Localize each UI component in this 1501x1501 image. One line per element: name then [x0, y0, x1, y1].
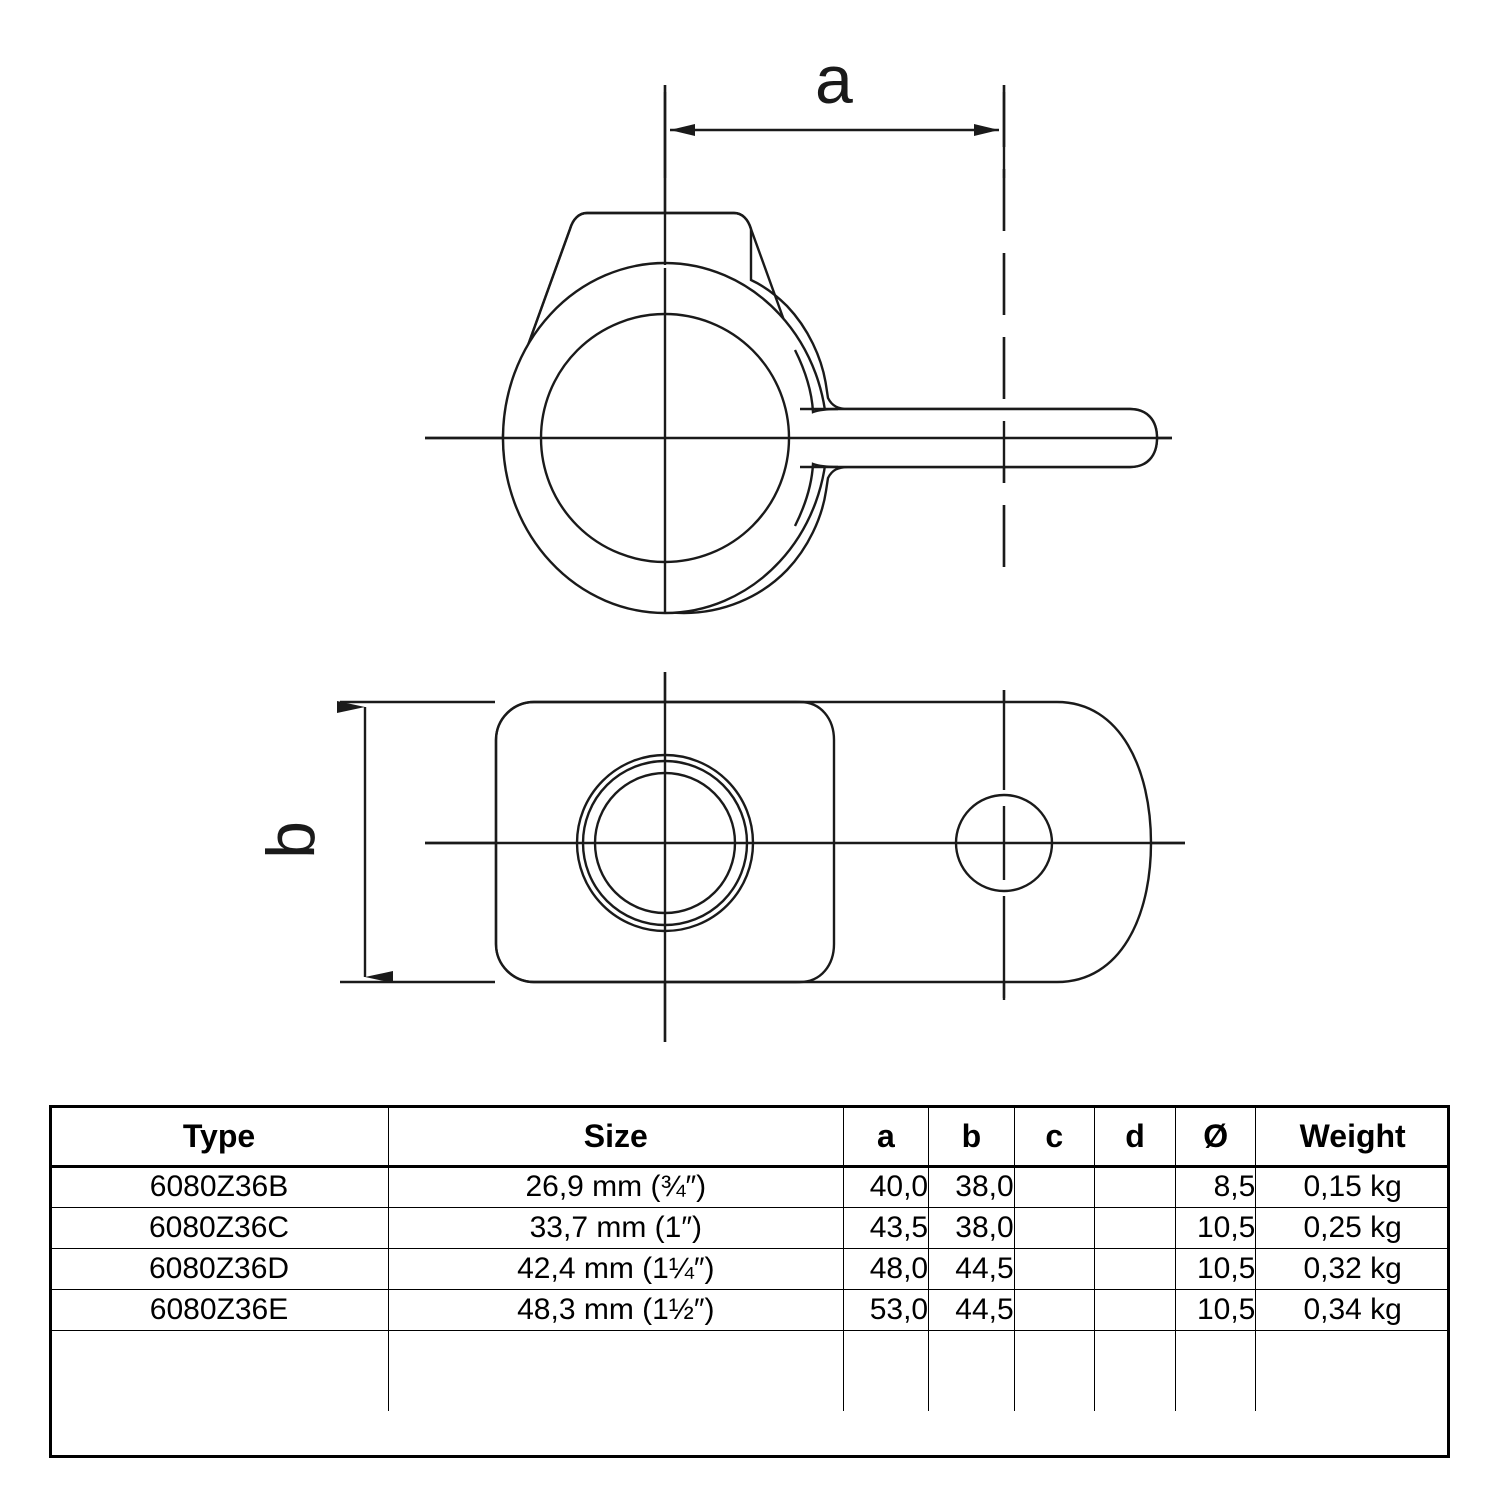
- cell-type: 6080Z36C: [48, 1207, 390, 1249]
- table-row: 6080Z36D 42,4 mm (1¼″) 48,0 44,5 10,5 0,…: [48, 1248, 1450, 1290]
- header-type: Type: [48, 1105, 390, 1167]
- cell-c: [1013, 1248, 1095, 1290]
- cell-d: [1093, 1207, 1177, 1249]
- cell-size: 48,3 mm (1½″): [388, 1289, 844, 1331]
- table-header-row: Type Size a b c d Ø Weight: [48, 1105, 1450, 1167]
- dimension-label-b: b: [252, 821, 329, 859]
- cell-d: [1093, 1166, 1177, 1208]
- header-c: c: [1013, 1105, 1095, 1167]
- cell-a: 48,0: [842, 1248, 930, 1290]
- cell-empty: [1255, 1330, 1450, 1371]
- cell-empty: [48, 1330, 390, 1371]
- cell-b: 38,0: [928, 1207, 1015, 1249]
- cell-size: 42,4 mm (1¼″): [388, 1248, 844, 1290]
- cell-empty: [928, 1330, 1015, 1371]
- header-a: a: [842, 1105, 930, 1167]
- table-row: 6080Z36B 26,9 mm (¾″) 40,0 38,0 8,5 0,15…: [48, 1166, 1450, 1208]
- cell-weight: 0,25 kg: [1255, 1207, 1450, 1249]
- cell-empty: [48, 1371, 390, 1411]
- cell-diameter: 10,5: [1175, 1248, 1257, 1290]
- header-size: Size: [388, 1105, 844, 1167]
- cell-size: 33,7 mm (1″): [388, 1207, 844, 1249]
- cell-empty: [842, 1371, 930, 1411]
- header-weight: Weight: [1255, 1105, 1450, 1167]
- header-b: b: [928, 1105, 1015, 1167]
- cell-empty: [928, 1371, 1015, 1411]
- cell-c: [1013, 1166, 1095, 1208]
- fillet-lower-arm: [793, 462, 839, 527]
- cell-empty: [1093, 1371, 1177, 1411]
- cell-type: 6080Z36D: [48, 1248, 390, 1290]
- cell-empty: [388, 1330, 844, 1371]
- table-row: 6080Z36C 33,7 mm (1″) 43,5 38,0 10,5 0,2…: [48, 1207, 1450, 1249]
- cell-b: 44,5: [928, 1289, 1015, 1331]
- cell-a: 53,0: [842, 1289, 930, 1331]
- table-empty-row: [48, 1330, 1450, 1371]
- cell-type: 6080Z36E: [48, 1289, 390, 1331]
- cell-empty: [1093, 1330, 1177, 1371]
- fillet-upper-arm: [793, 349, 839, 414]
- cell-a: 43,5: [842, 1207, 930, 1249]
- cell-weight: 0,34 kg: [1255, 1289, 1450, 1331]
- cell-type: 6080Z36B: [48, 1166, 390, 1208]
- cell-empty: [1013, 1371, 1095, 1411]
- cell-c: [1013, 1289, 1095, 1331]
- cell-b: 38,0: [928, 1166, 1015, 1208]
- cell-empty: [1013, 1330, 1095, 1371]
- cell-d: [1093, 1289, 1177, 1331]
- table-row: 6080Z36E 48,3 mm (1½″) 53,0 44,5 10,5 0,…: [48, 1289, 1450, 1331]
- cell-size: 26,9 mm (¾″): [388, 1166, 844, 1208]
- cell-weight: 0,32 kg: [1255, 1248, 1450, 1290]
- header-diameter: Ø: [1175, 1105, 1257, 1167]
- specification-table: Type Size a b c d Ø Weight 6080Z36B 26,9…: [48, 1105, 1450, 1411]
- cell-d: [1093, 1248, 1177, 1290]
- dimension-b-group: [337, 700, 495, 984]
- cell-diameter: 10,5: [1175, 1289, 1257, 1331]
- header-d: d: [1093, 1105, 1177, 1167]
- cell-b: 44,5: [928, 1248, 1015, 1290]
- cell-empty: [388, 1371, 844, 1411]
- cell-empty: [1175, 1330, 1257, 1371]
- cell-weight: 0,15 kg: [1255, 1166, 1450, 1208]
- cell-a: 40,0: [842, 1166, 930, 1208]
- cell-empty: [1255, 1371, 1450, 1411]
- cell-empty: [1175, 1371, 1257, 1411]
- side-view: [425, 672, 1185, 1042]
- table-empty-row: [48, 1371, 1450, 1411]
- cell-empty: [842, 1330, 930, 1371]
- cell-diameter: 8,5: [1175, 1166, 1257, 1208]
- cell-c: [1013, 1207, 1095, 1249]
- dimension-label-a: a: [815, 42, 853, 118]
- top-view: [425, 85, 1172, 615]
- collar-block-outline-side: [494, 700, 836, 984]
- cell-diameter: 10,5: [1175, 1207, 1257, 1249]
